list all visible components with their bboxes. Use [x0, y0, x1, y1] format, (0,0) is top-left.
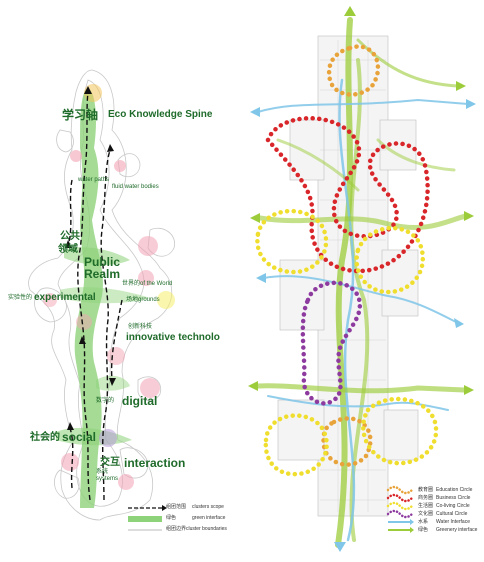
- left-legend-swatches: [128, 505, 167, 531]
- experimental-label-en: experimental: [34, 292, 96, 303]
- social-label-cn: 社会的: [30, 432, 60, 443]
- world-label-en: of the World: [140, 281, 173, 287]
- co-living-circle-4: [361, 396, 439, 466]
- interaction-label-en: interaction: [124, 456, 186, 470]
- grounds-label-cn: 场地: [126, 296, 139, 303]
- spine-label-en: Eco Knowledge Spine: [108, 109, 213, 120]
- legend-cultural-en: Cultural Circle: [436, 511, 468, 517]
- right-legend-lines: [388, 519, 414, 533]
- legend-cultural-cn: 文化圈: [418, 511, 434, 517]
- legend-greenery-cn: 绿色: [418, 527, 429, 533]
- fluid-water-label: fluid water bodies: [112, 184, 159, 190]
- legend-cluster-boundaries-en: cluster boundaries: [186, 526, 227, 532]
- systems-label-cn: 系统: [96, 468, 109, 475]
- legend-green-interface-cn: 绿色: [166, 515, 177, 521]
- public-label-en-1: Public: [84, 255, 121, 269]
- legend-business-cn: 商务圈: [418, 495, 434, 501]
- public-label-en-2: Realm: [84, 267, 121, 281]
- flow-arrows: [248, 6, 476, 552]
- legend-business-en: Business Circle: [436, 495, 471, 501]
- arrowheads: [65, 86, 116, 430]
- cultural-circle: [300, 280, 362, 406]
- water-paths: [67, 91, 123, 501]
- grounds-label-en: grounds: [138, 297, 160, 303]
- legend-water-cn: 水系: [418, 519, 429, 525]
- public-label-cn-2: 领域: [58, 244, 78, 255]
- social-label-en: social: [62, 430, 97, 444]
- legend-cluster-boundaries-cn: 组团边界: [166, 526, 187, 532]
- co-living-circle-2: [354, 226, 426, 295]
- experimental-label-cn: 实验性的: [8, 294, 33, 301]
- systems-label-en: systems: [96, 476, 119, 482]
- innovative-label-cn: 创新科技: [128, 323, 153, 330]
- innovative-label-en: innovative technolo: [126, 332, 220, 343]
- business-circle: [265, 116, 430, 274]
- spine-label-cn: 学习轴: [62, 108, 99, 122]
- right-legend-swatches: [386, 485, 414, 519]
- world-label-cn: 世界的: [122, 280, 141, 287]
- legend-education-en: Education Circle: [436, 487, 473, 493]
- education-circle: [326, 44, 381, 97]
- legend-clusters-scope-en: clusters scope: [192, 504, 224, 510]
- spine-drawing: [28, 69, 176, 531]
- digital-label-cn: 数字的: [96, 397, 115, 404]
- circles-diagram: 教育圈 Education Circle 商务圈 Business Circle…: [238, 0, 484, 562]
- circle-networks: [255, 44, 439, 477]
- legend-education-cn: 教育圈: [418, 487, 434, 493]
- legend-co-living-en: Co-living Circle: [436, 503, 470, 509]
- legend-water-en: Water Interface: [436, 519, 470, 525]
- water-paths-label: water paths: [78, 177, 110, 183]
- legend-clusters-scope-cn: 组团范围: [166, 504, 187, 510]
- knowledge-spine-diagram: 学习轴 Eco Knowledge Spine water paths flui…: [0, 0, 230, 562]
- co-living-circle-3: [263, 413, 329, 477]
- legend-green-interface-en: green interface: [192, 515, 226, 521]
- digital-label-en: digital: [122, 394, 158, 408]
- legend-co-living-cn: 生活圈: [418, 503, 434, 509]
- green-interface: [74, 88, 103, 508]
- interaction-label-cn: 交互: [100, 457, 120, 468]
- circles-drawing: [248, 6, 476, 552]
- public-label-cn-1: 公共: [60, 231, 80, 242]
- legend-greenery-en: Greenery interface: [436, 527, 478, 533]
